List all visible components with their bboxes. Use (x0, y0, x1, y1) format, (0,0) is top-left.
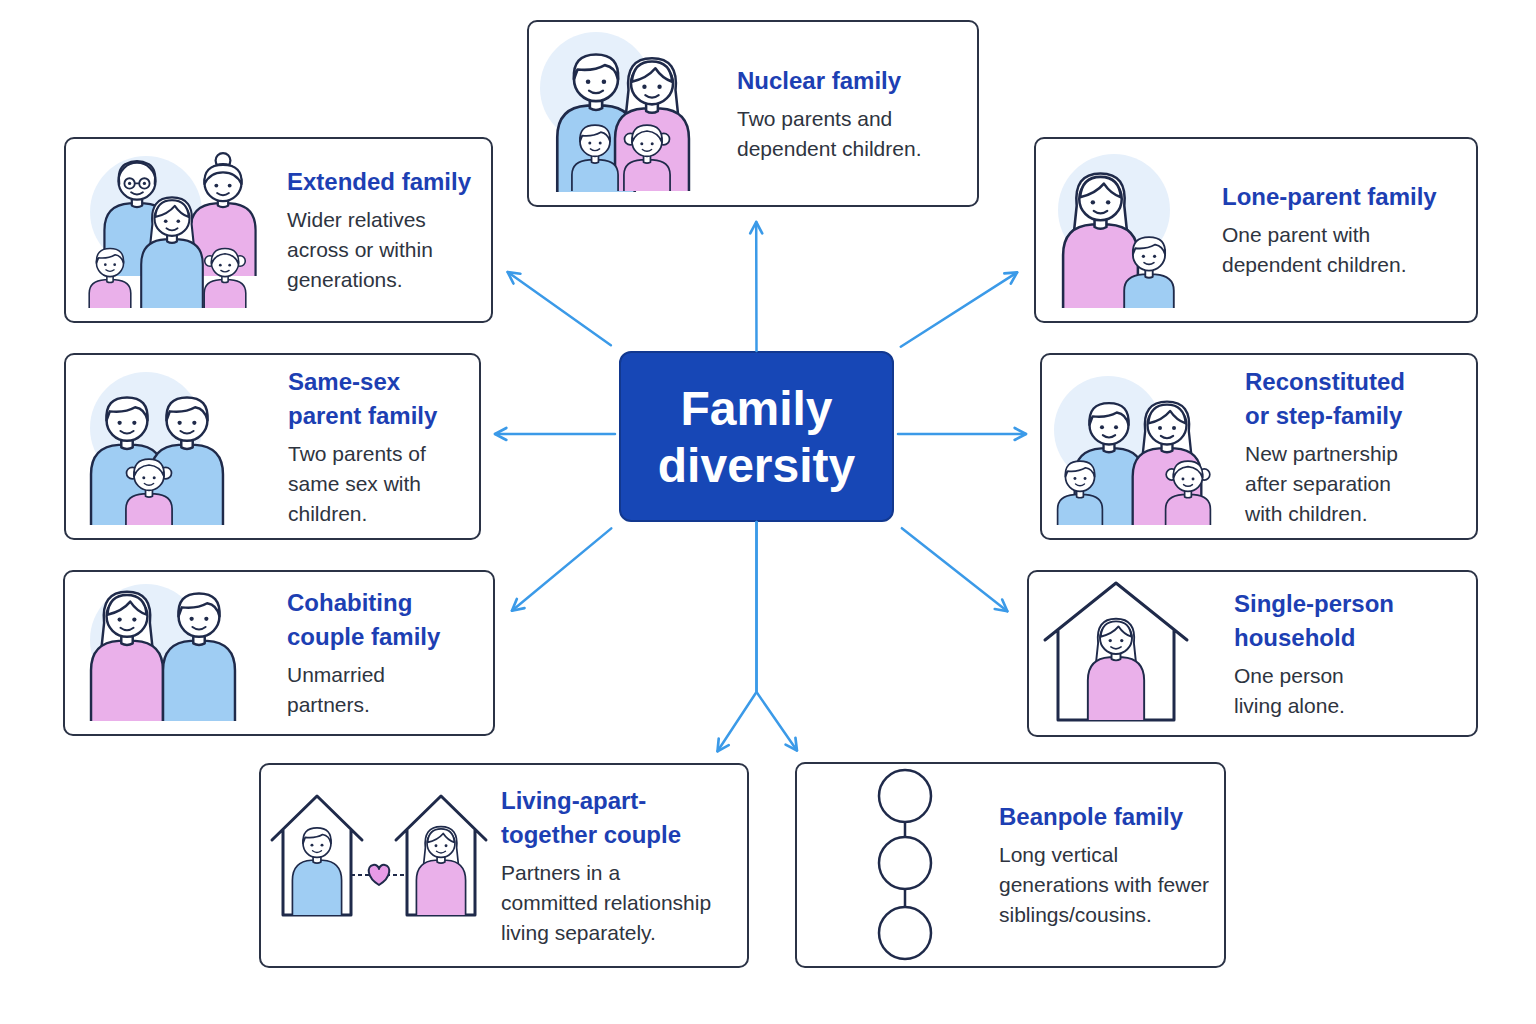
category-description: Wider relatives across or within generat… (287, 205, 483, 295)
text-column: Same-sex parent familyTwo parents of sam… (288, 355, 472, 538)
text-column: Single-person householdOne person living… (1234, 572, 1464, 735)
text-column: Living-apart-together couplePartners in … (501, 765, 737, 966)
connector-arrow (508, 272, 611, 345)
connector-arrow (757, 522, 797, 750)
category-heading: Nuclear family (737, 64, 969, 98)
category-box: Reconstituted or step-familyNew partners… (1040, 353, 1478, 540)
category-description: Long vertical generations with fewer sib… (999, 840, 1213, 930)
connector-arrow (495, 433, 615, 436)
text-column: Beanpole familyLong vertical generations… (999, 764, 1219, 966)
connector-arrow (902, 528, 1008, 611)
category-heading: Lone-parent family (1222, 180, 1467, 214)
category-box: Extended familyWider relatives across or… (64, 137, 493, 323)
category-description: One person living alone. (1234, 661, 1374, 721)
text-column: Lone-parent familyOne parent with depend… (1222, 139, 1467, 321)
category-description: Two parents and dependent children. (737, 104, 965, 164)
text-column: Reconstituted or step-familyNew partners… (1245, 355, 1430, 538)
category-description: Partners in a committed relationship liv… (501, 858, 717, 948)
category-box: Single-person householdOne person living… (1027, 570, 1478, 737)
connector-arrow (512, 528, 611, 610)
category-box: Living-apart-together couplePartners in … (259, 763, 749, 968)
category-box: Lone-parent familyOne parent with depend… (1034, 137, 1478, 323)
text-column: Cohabiting couple familyUnmarried partne… (287, 572, 467, 734)
category-heading: Cohabiting couple family (287, 586, 467, 654)
connector-arrow (717, 522, 756, 751)
category-description: One parent with dependent children. (1222, 220, 1454, 280)
text-column: Extended familyWider relatives across or… (287, 139, 487, 321)
category-heading: Reconstituted or step-family (1245, 365, 1430, 433)
category-box: Nuclear familyTwo parents and dependent … (527, 20, 979, 207)
hub-box: Family diversity (619, 351, 894, 522)
category-box: Same-sex parent familyTwo parents of sam… (64, 353, 481, 540)
category-heading: Extended family (287, 165, 487, 199)
connector-arrow (901, 272, 1017, 346)
connector-arrow (755, 222, 758, 351)
category-description: Two parents of same sex with children. (288, 439, 472, 529)
connector-arrow (898, 433, 1026, 436)
category-box: Cohabiting couple familyUnmarried partne… (63, 570, 495, 736)
category-heading: Same-sex parent family (288, 365, 472, 433)
category-heading: Beanpole family (999, 800, 1219, 834)
category-description: Unmarried partners. (287, 660, 462, 720)
text-column: Family diversity (621, 353, 892, 520)
category-heading: Single-person household (1234, 587, 1464, 655)
hub-title: Family diversity (621, 380, 892, 494)
category-box: Beanpole familyLong vertical generations… (795, 762, 1226, 968)
category-heading: Living-apart-together couple (501, 784, 737, 852)
text-column: Nuclear familyTwo parents and dependent … (737, 22, 969, 205)
category-description: New partnership after separation with ch… (1245, 439, 1423, 529)
